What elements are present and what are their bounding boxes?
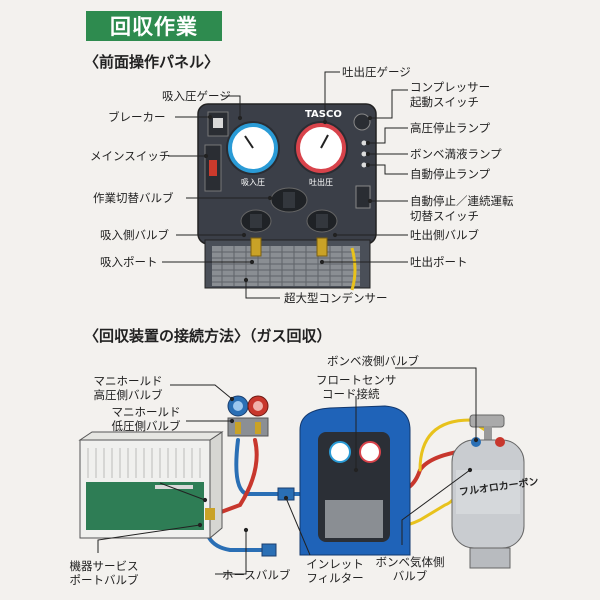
label-service-port-2: ポートバルブ xyxy=(69,573,139,587)
discharge-gauge-icon xyxy=(294,121,348,175)
outlet-valve-knob-icon xyxy=(306,209,338,233)
inlet-port-icon xyxy=(250,237,262,257)
label-manifold-high-1: マニホールド xyxy=(93,374,163,388)
breaker-icon xyxy=(207,111,229,137)
panel-leader-lines xyxy=(162,71,408,299)
high-pressure-lamp-icon xyxy=(361,140,367,146)
brand-logo-text: TASCO xyxy=(305,109,342,120)
air-conditioner-unit xyxy=(78,431,224,540)
label-float-sensor-2: コード接続 xyxy=(322,387,380,401)
manifold-low-hose xyxy=(234,438,292,496)
label-manifold-low-1: マニホールド xyxy=(111,405,181,419)
panel-section-heading: 〈前面操作パネル〉 xyxy=(84,53,220,71)
inlet-valve-knob-icon xyxy=(240,209,272,233)
gauge-in-label: 吸入圧 xyxy=(241,178,265,187)
label-manifold-low-2: 低圧側バルブ xyxy=(111,419,181,433)
recovery-unit-side xyxy=(299,405,411,556)
label-service-port-1: 機器サービス xyxy=(69,559,139,573)
auto-continuous-switch-icon xyxy=(355,185,371,209)
label-inlet-port: 吸入ポート xyxy=(100,255,158,269)
label-auto-continuous-switch-2: 切替スイッチ xyxy=(410,209,479,223)
label-suction-gauge: 吸入圧ゲージ xyxy=(162,89,231,103)
label-cylinder-full-lamp: ボンベ満液ランプ xyxy=(410,147,502,161)
auto-stop-lamp-icon xyxy=(361,162,367,168)
cylinder-full-lamp-icon xyxy=(361,151,367,157)
refrigerant-cylinder xyxy=(451,414,525,569)
label-mode-valve: 作業切替バルブ xyxy=(93,191,174,205)
label-cylinder-gas-valve-2: バルブ xyxy=(392,569,428,583)
connection-leader-lines xyxy=(97,367,479,575)
label-auto-continuous-switch-1: 自動停止／連続運転 xyxy=(410,194,514,208)
connection-section-heading: 〈回収装置の接続方法〉（ガス回収） xyxy=(84,327,332,345)
label-hose-valve: ホースバルブ xyxy=(222,568,291,582)
label-compressor-switch-1: コンプレッサー xyxy=(410,80,491,94)
label-cylinder-liquid-valve: ボンベ液側バルブ xyxy=(327,354,419,368)
liquid-line xyxy=(418,418,487,472)
sensor-cable xyxy=(350,247,357,291)
label-outlet-port: 吐出ポート xyxy=(410,255,468,269)
label-compressor-switch-2: 起動スイッチ xyxy=(410,95,479,109)
condenser-grille xyxy=(212,246,360,286)
label-outlet-valve: 吐出側バルブ xyxy=(410,228,479,242)
label-condenser: 超大型コンデンサー xyxy=(284,291,388,305)
label-cylinder-gas-valve-1: ボンベ気体側 xyxy=(375,555,445,569)
manifold-high-hose xyxy=(211,438,259,517)
label-high-pressure-lamp: 高圧停止ランプ xyxy=(410,121,491,135)
compressor-switch-icon xyxy=(353,113,371,131)
outlet-port-icon xyxy=(316,237,328,257)
label-inlet-filter-1: インレット xyxy=(306,557,364,571)
label-inlet-valve: 吸入側バルブ xyxy=(100,228,169,242)
mode-valve-knob-icon xyxy=(270,187,308,213)
label-inlet-filter-2: フィルター xyxy=(306,571,364,585)
label-auto-stop-lamp: 自動停止ランプ xyxy=(410,167,491,181)
label-main-switch: メインスイッチ xyxy=(90,149,171,163)
main-switch-icon xyxy=(204,144,222,192)
inlet-filter-icon xyxy=(261,543,277,557)
suction-gauge-icon xyxy=(226,121,280,175)
page-title: 回収作業 xyxy=(86,11,222,41)
label-manifold-high-2: 高圧側バルブ xyxy=(93,388,163,402)
label-discharge-gauge: 吐出圧ゲージ xyxy=(342,65,411,79)
label-float-sensor-1: フロートセンサ xyxy=(316,373,397,387)
gauge-out-label: 吐出圧 xyxy=(309,178,333,187)
manifold-valves xyxy=(227,395,269,437)
label-breaker: ブレーカー xyxy=(108,110,166,124)
